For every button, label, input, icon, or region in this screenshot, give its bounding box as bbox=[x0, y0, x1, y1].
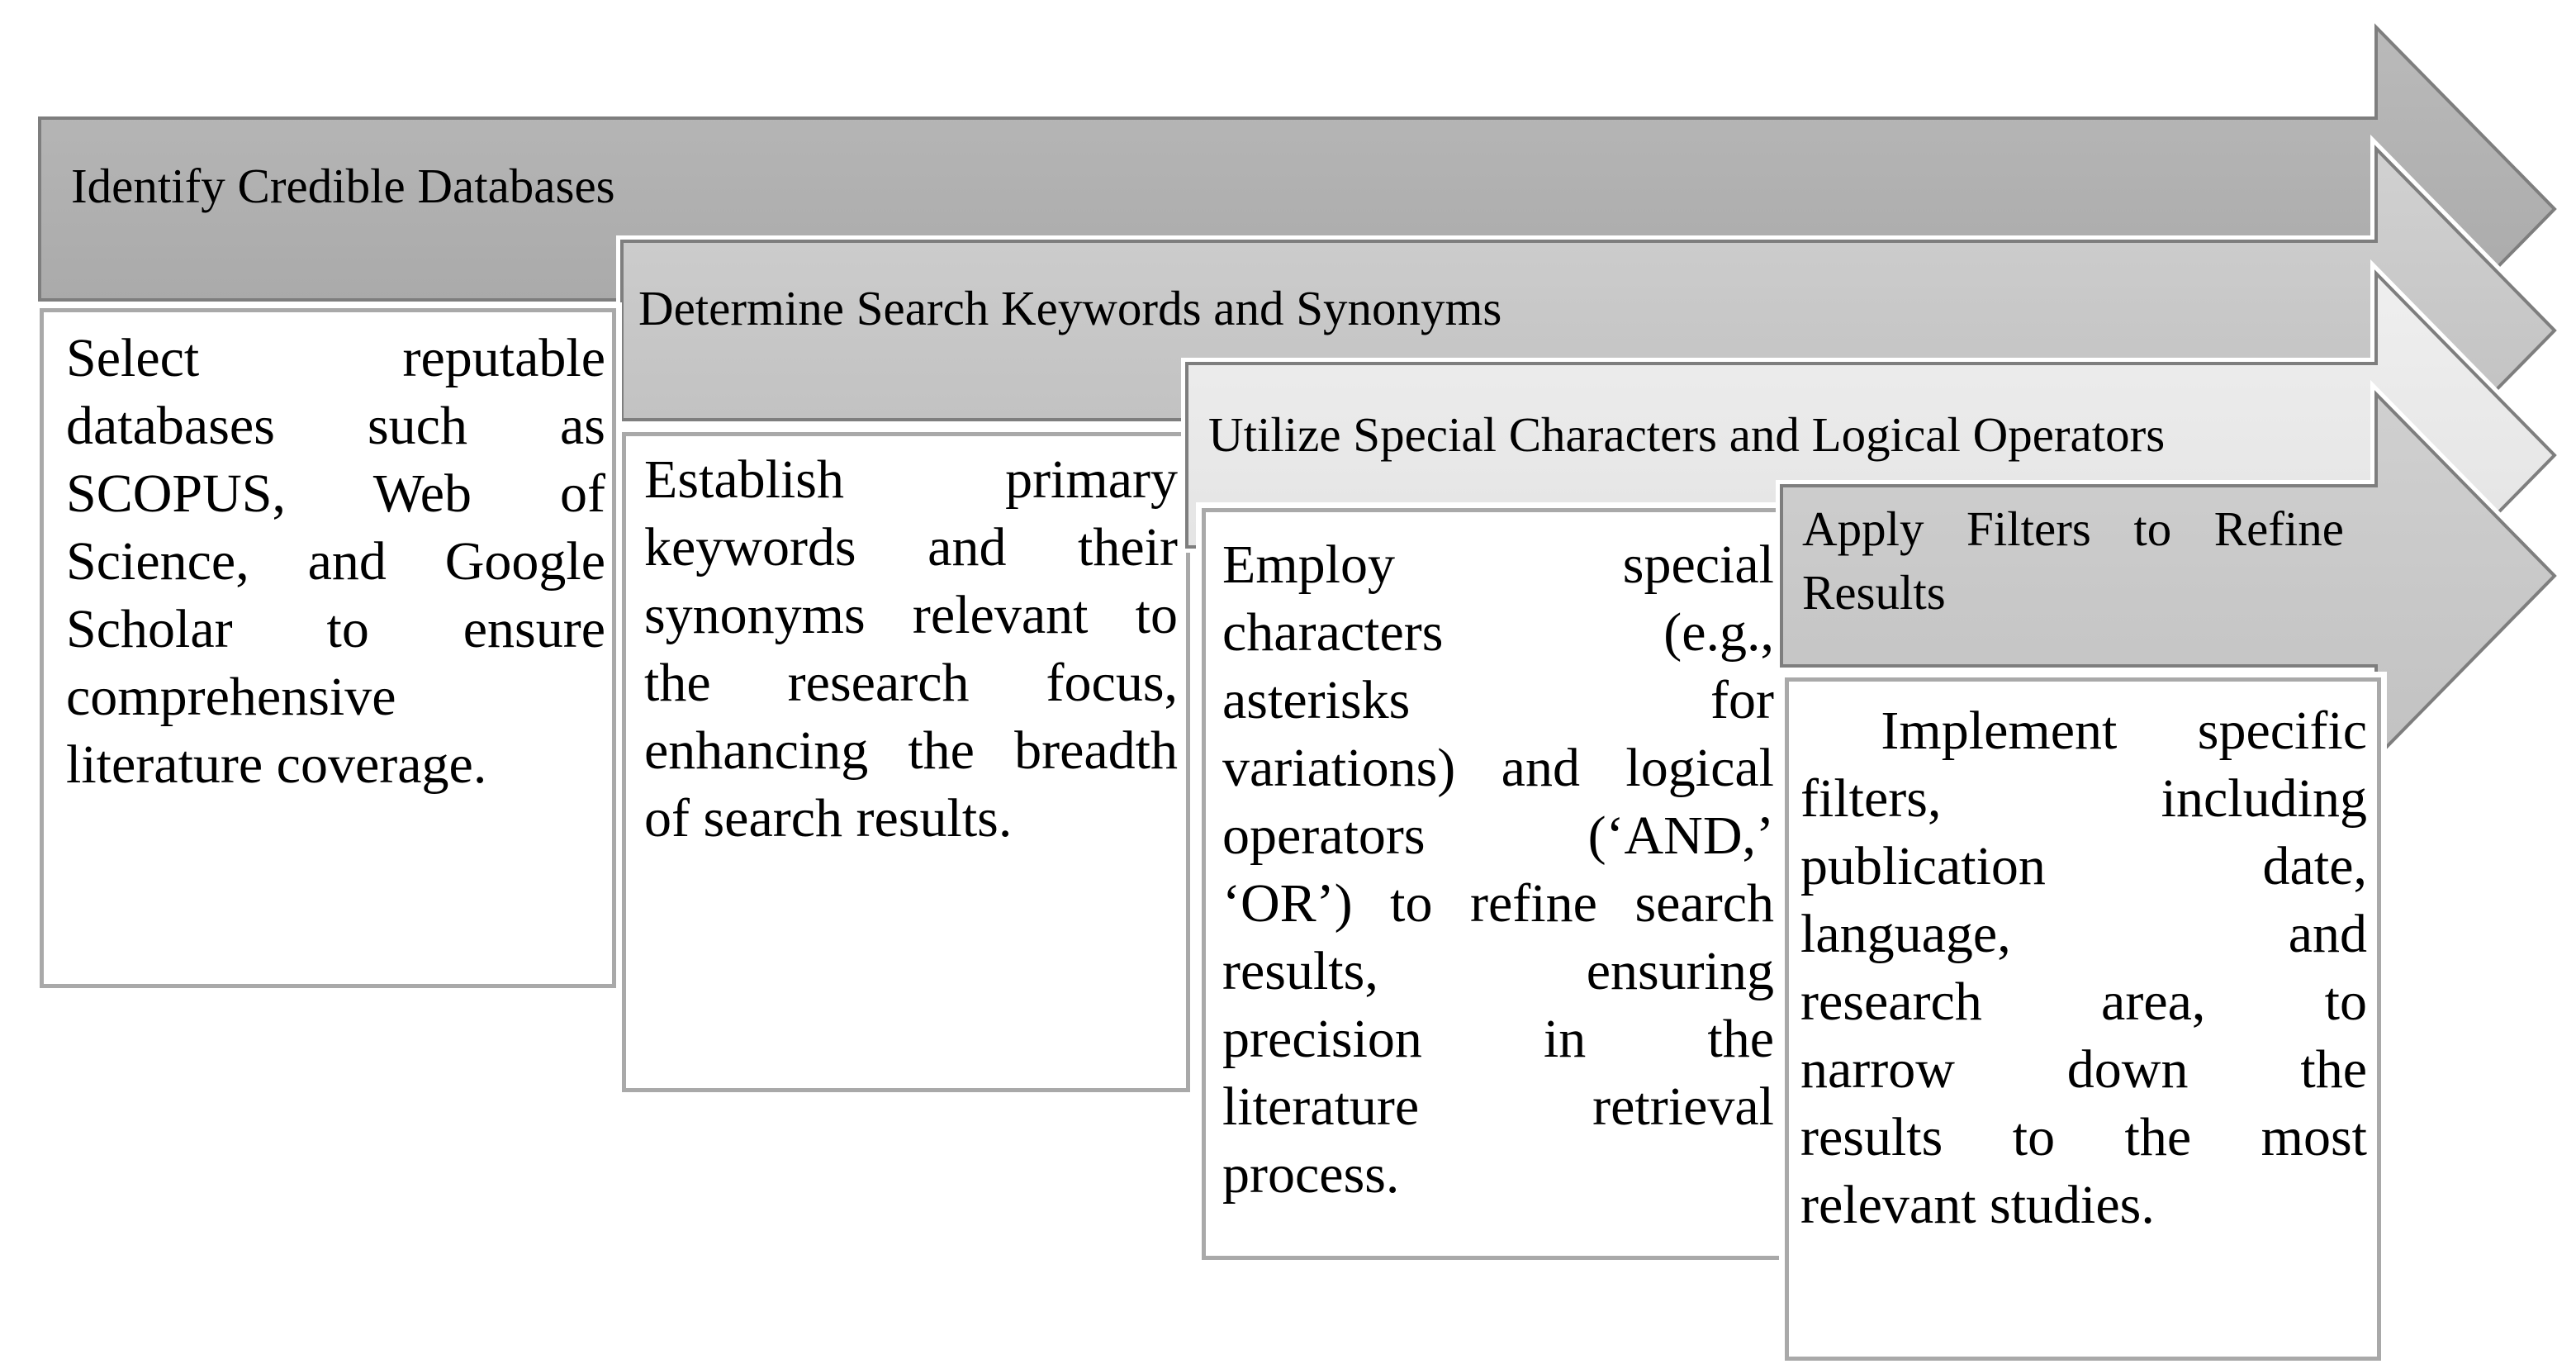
text-line: databases such as bbox=[66, 396, 605, 456]
text-line: keywords and their bbox=[644, 517, 1178, 577]
text-line: Scholar to ensure bbox=[66, 599, 605, 659]
text-line: publication date, bbox=[1800, 836, 2367, 896]
text-line: synonyms relevant to bbox=[644, 585, 1178, 645]
text-line: of search results. bbox=[644, 788, 1013, 848]
step-2-title: Determine Search Keywords and Synonyms bbox=[638, 283, 1877, 334]
text-line: comprehensive bbox=[66, 667, 396, 727]
text-line: Results bbox=[1802, 565, 1946, 620]
text-line: asterisks for bbox=[1222, 670, 1774, 730]
step-1-description-box: Select reputable databases such as SCOPUS,… bbox=[40, 308, 616, 988]
step-2-description-text: Establish primary keywords and their synon… bbox=[644, 446, 1178, 853]
step-2-description-box: Establish primary keywords and their synon… bbox=[622, 432, 1190, 1092]
text-line: operators (‘AND,’ bbox=[1222, 806, 1774, 866]
text-line: Apply Filters to Refine bbox=[1802, 501, 2344, 556]
text-line: Identify Credible Databases bbox=[71, 159, 615, 213]
text-line: enhancing the breadth bbox=[644, 720, 1178, 781]
step-3-description-box: Employ special characters (e.g., asterisks… bbox=[1202, 508, 1786, 1260]
text-line: relevant studies. bbox=[1800, 1175, 2155, 1235]
arrow-shape-4 bbox=[1780, 390, 2557, 762]
text-line: Select reputable bbox=[66, 328, 605, 388]
text-line: research area, to bbox=[1800, 972, 2367, 1032]
text-line: process. bbox=[1222, 1144, 1400, 1205]
step-4-description-text: Implement specific filters, including publ… bbox=[1800, 697, 2367, 1239]
text-line: filters, including bbox=[1800, 768, 2367, 829]
text-line: language, and bbox=[1800, 904, 2367, 964]
text-line: Utilize Special Characters and Logical O… bbox=[1208, 407, 2166, 462]
text-line: literature retrieval bbox=[1222, 1076, 1774, 1137]
text-line: Determine Search Keywords and Synonyms bbox=[638, 281, 1502, 335]
step-4-description-box: Implement specific filters, including publ… bbox=[1785, 677, 2381, 1361]
step-1-title: Identify Credible Databases bbox=[71, 160, 1392, 211]
step-3-title: Utilize Special Characters and Logical O… bbox=[1208, 409, 2365, 460]
text-line: precision in the bbox=[1222, 1009, 1774, 1069]
step-3-description-text: Employ special characters (e.g., asterisks… bbox=[1222, 531, 1774, 1209]
text-line: Employ special bbox=[1222, 535, 1774, 595]
text-line: literature coverage. bbox=[66, 734, 487, 795]
text-line: Science, and Google bbox=[66, 531, 605, 592]
step-1-description-text: Select reputable databases such as SCOPUS,… bbox=[66, 325, 605, 799]
text-line: the research focus, bbox=[644, 653, 1178, 713]
text-line: ‘OR’) to refine search bbox=[1222, 873, 1774, 934]
text-line: results, ensuring bbox=[1222, 941, 1774, 1001]
text-line: characters (e.g., bbox=[1222, 602, 1774, 663]
text-line: results to the most bbox=[1800, 1107, 2367, 1167]
text-line: Implement specific bbox=[1800, 701, 2367, 761]
text-line: SCOPUS, Web of bbox=[66, 463, 605, 524]
text-line: variations) and logical bbox=[1222, 738, 1774, 798]
text-line: Establish primary bbox=[644, 449, 1178, 510]
text-line: narrow down the bbox=[1800, 1039, 2367, 1100]
